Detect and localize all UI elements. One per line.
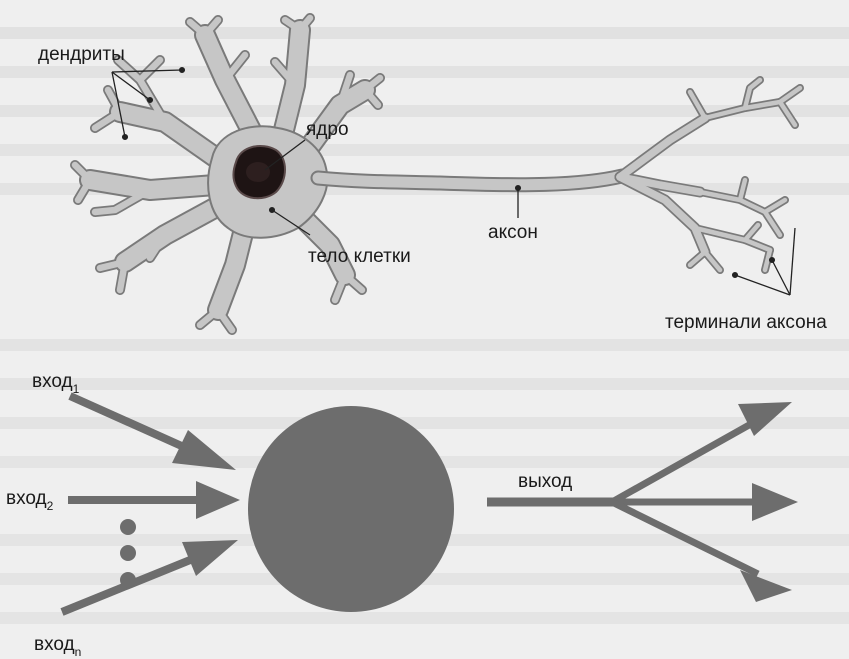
cell-body-label: тело клетки [308,246,411,267]
leader-dot [516,186,521,191]
input-2-label: вход2 [6,488,54,513]
processing-node [248,406,454,612]
axon-terminals-label: терминали аксона [665,312,827,333]
ellipsis-dot [120,519,136,535]
axon-label: аксон [488,222,538,243]
output-label: выход [518,471,572,492]
output-arrows [487,402,798,602]
ellipsis-dot [120,545,136,561]
axon [318,176,622,185]
output-head-mid [752,483,798,521]
leader-dot [148,98,153,103]
leader-dot [270,208,275,213]
leader-dot [770,258,775,263]
nucleus-label: ядро [306,119,349,140]
terminals-leader [790,228,795,295]
neuron [75,18,800,330]
leader-dot [123,135,128,140]
input-1-label: вход1 [32,371,80,396]
nucleolus [246,162,270,182]
input-arrow-2 [68,481,240,519]
input-n-label: входn [34,634,81,659]
leader-dot [180,68,185,73]
ellipsis-dot [120,572,136,588]
leader-dot [733,273,738,278]
dendrites-label: дендриты [38,44,125,65]
